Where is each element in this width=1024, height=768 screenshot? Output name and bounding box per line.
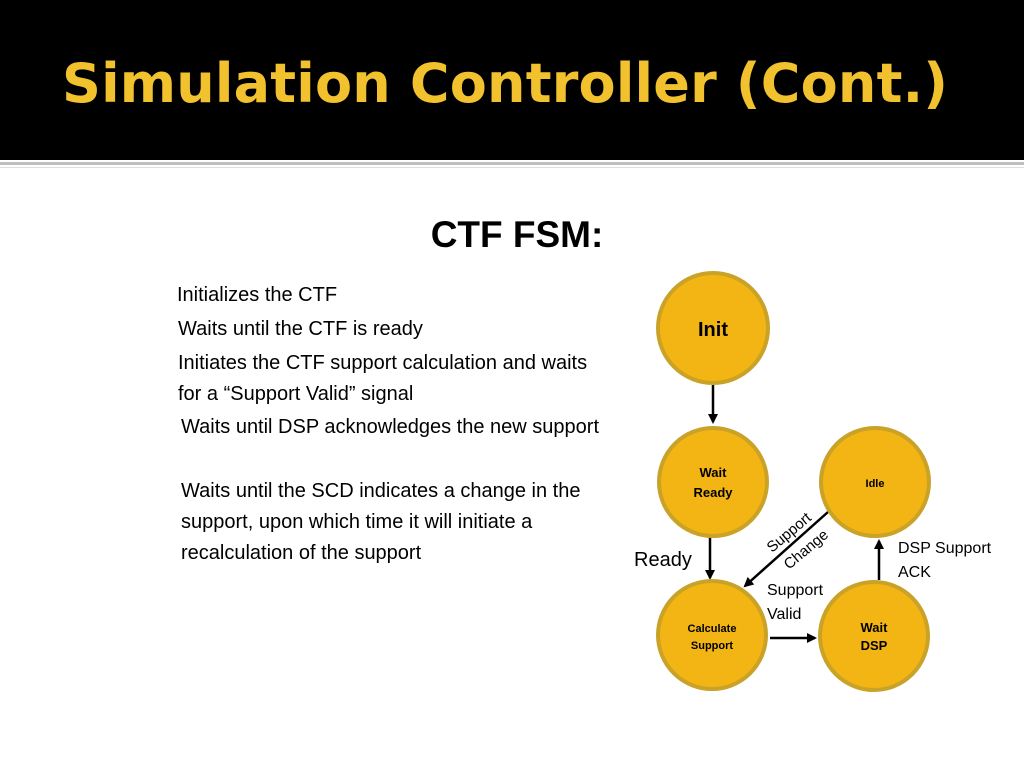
- bullet-item: Initiates the CTF support calculation an…: [178, 352, 588, 405]
- state-calculate-support-label: Support: [691, 640, 733, 652]
- state-calculate-support-label: Calculate: [688, 623, 737, 635]
- state-calculate-support: Calculate Support: [656, 579, 768, 691]
- transition-label-dsp-support-ack: ACK: [898, 564, 931, 581]
- state-wait-ready: Wait Ready: [657, 426, 769, 538]
- state-wait-ready-label: Wait: [700, 465, 728, 480]
- state-wait-ready-label: Ready: [693, 485, 733, 500]
- bullet-item: Waits until DSP acknowledges the new sup…: [181, 416, 599, 438]
- transition-support-change: [743, 511, 829, 588]
- title-bar: Simulation Controller (Cont.): [0, 0, 1024, 160]
- state-idle-label: Idle: [866, 478, 885, 490]
- state-init: Init: [656, 271, 770, 385]
- bullet-item: Waits until the CTF is ready: [178, 318, 423, 340]
- divider: [0, 167, 1024, 168]
- transition-label-dsp-support-ack: DSP Support: [898, 540, 992, 557]
- divider: [0, 162, 1024, 165]
- state-wait-dsp-label: Wait: [861, 620, 889, 635]
- slide-subtitle: CTF FSM:: [430, 214, 604, 255]
- bullet-item: Waits until the SCD indicates a change i…: [181, 480, 581, 564]
- state-wait-dsp: Wait DSP: [818, 580, 930, 692]
- state-init-label: Init: [698, 319, 728, 341]
- bullet-item: Initializes the CTF: [177, 284, 338, 306]
- transition-label-support-valid: Valid: [767, 606, 801, 623]
- slide-title: Simulation Controller (Cont.): [62, 52, 949, 115]
- state-wait-dsp-label: DSP: [861, 638, 888, 653]
- transition-label-ready: Ready: [634, 549, 692, 571]
- transition-label-support-valid: Support: [767, 582, 824, 599]
- state-idle: Idle: [819, 426, 931, 538]
